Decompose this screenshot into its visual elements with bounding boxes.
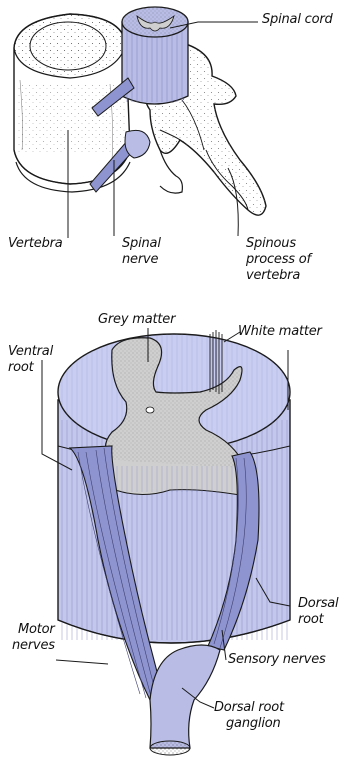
label-sensory-nerves: Sensory nerves [228,652,326,667]
label-ganglion-line2: ganglion [226,716,281,731]
label-spinal-nerve-line1: Spinal [122,236,161,251]
label-spinous-line1: Spinous [246,236,296,251]
cord-cross-section-illustration [42,328,290,755]
label-ganglion-line1: Dorsal root [214,700,284,715]
dorsal-root-ganglion [150,645,220,748]
central-canal [146,407,154,413]
label-white-matter: White matter [238,324,322,339]
label-grey-matter: Grey matter [98,312,175,327]
label-ventral-line2: root [8,360,34,375]
label-vertebra: Vertebra [8,236,63,251]
label-dorsal-root-line2: root [298,612,324,627]
label-spinous-line3: vertebra [246,268,300,283]
label-ventral-line1: Ventral [8,344,53,359]
label-spinous-line2: process of [246,252,311,267]
label-spinal-nerve-line2: nerve [122,252,158,267]
label-spinal-cord: Spinal cord [262,12,333,27]
label-motor-line1: Motor [18,622,55,637]
vertebra-illustration [14,7,266,238]
label-dorsal-root-line1: Dorsal [298,596,338,611]
label-motor-line2: nerves [12,638,55,653]
